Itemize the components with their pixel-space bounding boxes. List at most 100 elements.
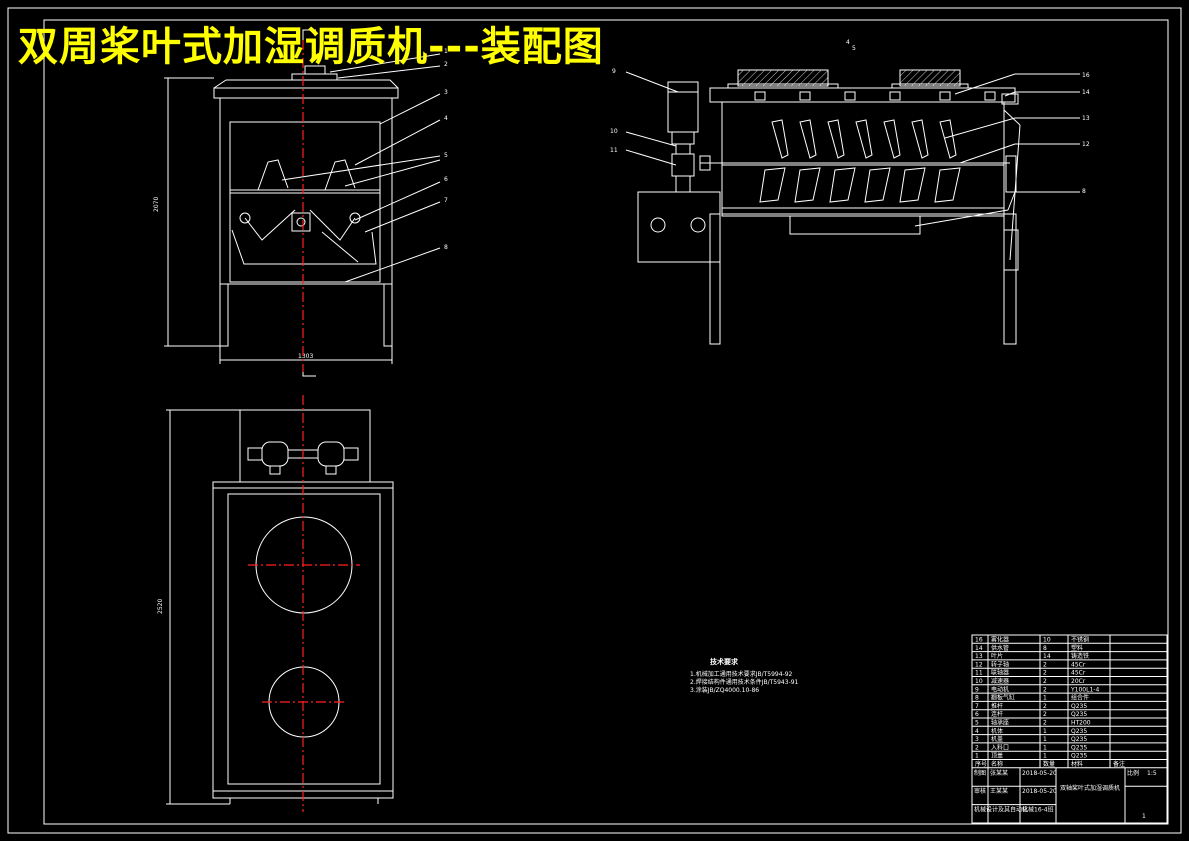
drawing-frame: [7, 7, 1182, 834]
bom-cell-no: 6: [975, 711, 979, 718]
bom-cell-material: 20Cr: [1071, 678, 1086, 685]
footer-date1: 2018-05-20: [1022, 770, 1057, 777]
footer-scale: 1:5: [1147, 770, 1157, 777]
footer-designer: 张某某: [990, 769, 1008, 777]
balloon-3: 3: [444, 89, 448, 96]
tech-req-item-3: 3.涂装JB/ZQ4000.10-86: [690, 686, 759, 694]
bom-cell-no: 4: [975, 728, 979, 735]
bom-cell-no: 10: [975, 678, 983, 685]
bom-cell-material: Q235: [1071, 744, 1087, 751]
bom-cell-name: 轴承座: [991, 719, 1009, 727]
bom-cell-no: 13: [975, 653, 983, 660]
bom-cell-qty: 10: [1043, 637, 1051, 644]
bom-cell-name: 联轴器: [991, 669, 1009, 677]
bom-cell-no: 11: [975, 670, 983, 677]
bom-cell-name: 减速器: [991, 677, 1009, 685]
bom-cell-name: 转子轴: [991, 660, 1009, 668]
front-width-dim: 1303: [298, 353, 313, 360]
footer-designer-label: 制图: [974, 769, 986, 777]
balloon-4: 4: [444, 115, 448, 122]
paddles-lower: [759, 167, 961, 203]
bom-cell-material: Q235: [1071, 703, 1087, 710]
bom-cell-qty: 2: [1043, 703, 1047, 710]
balloon-14: 14: [1082, 89, 1090, 96]
bom-header-qty: 数量: [1043, 760, 1055, 768]
bom-cell-qty: 2: [1043, 686, 1047, 693]
front-view: 2070 1303 1 2 3 4 5 6 7 8: [153, 29, 448, 377]
bom-cell-no: 16: [975, 637, 983, 644]
balloon-1: 1: [444, 48, 448, 55]
bom-header-material: 材料: [1071, 760, 1083, 768]
bom-cell-material: Q235: [1071, 753, 1087, 760]
footer-drawing-title: 双轴桨叶式加湿调质机: [1060, 784, 1120, 792]
bom-cell-name: 入料口: [991, 743, 1009, 751]
balloon-2: 2: [444, 61, 448, 68]
bom-cell-qty: 1: [1043, 736, 1047, 743]
bom-cell-material: 铸造铁: [1071, 652, 1089, 660]
tech-req-item-2: 2.焊接结构件通用技术条件JB/T5943-91: [690, 678, 799, 686]
bom-cell-name: 供水管: [991, 644, 1009, 652]
footer-date2: 2018-05-20: [1022, 788, 1057, 795]
front-leaders: 1 2 3 4 5 6 7 8: [281, 48, 448, 283]
bom-cell-no: 8: [975, 695, 979, 702]
top-height-dim: 2520: [157, 599, 164, 614]
bom-cell-qty: 1: [1043, 728, 1047, 735]
bom-cell-qty: 1: [1043, 744, 1047, 751]
bom-cell-no: 7: [975, 703, 979, 710]
bom-cell-qty: 8: [1043, 645, 1047, 652]
balloon-7: 7: [444, 197, 448, 204]
balloon-5: 5: [444, 152, 448, 159]
bom-cell-qty: 2: [1043, 678, 1047, 685]
bom-cell-no: 1: [975, 753, 979, 760]
bom-cell-no: 9: [975, 686, 979, 693]
balloon-6: 6: [444, 176, 448, 183]
bom-cell-name: 连杆: [991, 710, 1003, 718]
tech-req-heading: 技术要求: [710, 657, 739, 666]
side-view: 9 10 11 12 13 14 16 8 4 5: [610, 39, 1090, 345]
bom-cell-name: 机体: [991, 727, 1003, 735]
bom-header-no: 序号: [975, 760, 987, 768]
footer-checker-label: 审核: [974, 787, 986, 795]
bom-cell-no: 12: [975, 661, 983, 668]
bom-cell-name: 顶盖: [991, 752, 1003, 760]
bom-cell-qty: 1: [1043, 753, 1047, 760]
bom-cell-qty: 1: [1043, 695, 1047, 702]
bom-cell-material: Q235: [1071, 728, 1087, 735]
bom-cell-name: 翻板气缸: [991, 694, 1015, 702]
bom-cell-qty: 14: [1043, 653, 1051, 660]
balloon-16: 16: [1082, 72, 1090, 79]
bom-cell-qty: 2: [1043, 720, 1047, 727]
bom-cell-material: Q235: [1071, 736, 1087, 743]
footer-scale-label: 比例: [1127, 769, 1139, 777]
tech-requirements: 技术要求 1.机械加工通用技术要求JB/T5994-92 2.焊接结构件通用技术…: [690, 657, 799, 694]
bom-cell-material: HT200: [1071, 720, 1091, 727]
bom-cell-name: 机盖: [991, 735, 1003, 743]
bom-cell-material: Q235: [1071, 711, 1087, 718]
bom-cell-qty: 2: [1043, 661, 1047, 668]
balloon-side-5: 5: [852, 45, 856, 52]
bom-cell-name: 推杆: [991, 702, 1003, 710]
balloon-12: 12: [1082, 141, 1090, 148]
bom-header-note: 备注: [1113, 760, 1125, 768]
paddles-upper: [771, 119, 957, 159]
top-view: 2520: [157, 395, 394, 812]
bom-header-name: 名称: [991, 760, 1003, 768]
bom-cell-name: 叶片: [991, 652, 1003, 660]
footer-class: 机械16-4班: [1022, 806, 1054, 814]
front-height-dim: 2070: [153, 197, 160, 212]
bom-cell-no: 3: [975, 736, 979, 743]
bom-cell-no: 2: [975, 744, 979, 751]
bom-cell-material: Y100L1-4: [1070, 686, 1099, 693]
balloon-9: 9: [612, 68, 616, 75]
tech-req-item-1: 1.机械加工通用技术要求JB/T5994-92: [690, 670, 793, 678]
bom-cell-qty: 2: [1043, 670, 1047, 677]
footer-checker: 王某某: [990, 788, 1008, 795]
balloon-13: 13: [1082, 115, 1090, 122]
bom-cell-material: 组合件: [1071, 694, 1089, 702]
bom-cell-name: 雾化器: [991, 636, 1009, 644]
bom-cell-qty: 2: [1043, 711, 1047, 718]
bom-cell-material: 45Cr: [1071, 661, 1086, 668]
bom-cell-no: 5: [975, 720, 979, 727]
